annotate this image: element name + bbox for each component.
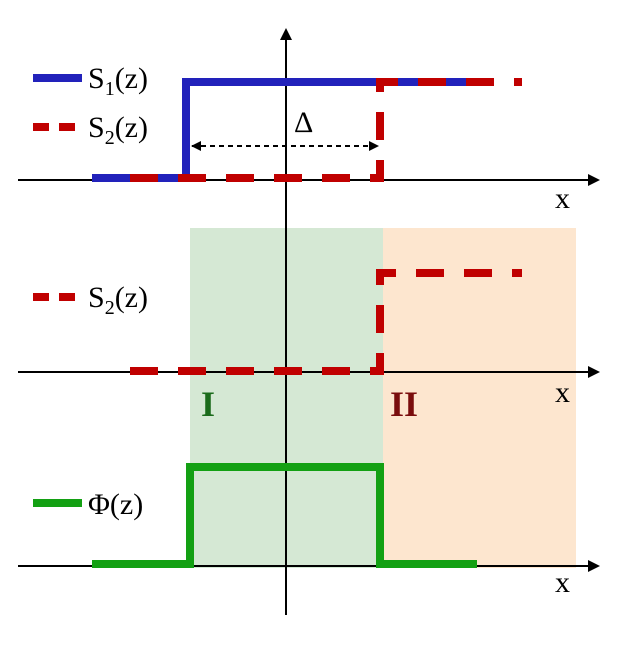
middle-x-axis-label: x	[555, 376, 570, 409]
s2-step-curve-middle	[130, 269, 522, 375]
region-II-label: II	[390, 384, 418, 424]
bottom-x-axis-label: x	[555, 566, 570, 599]
legend-s2-label-top: S2(z)	[88, 111, 148, 149]
legend-s1-label: S1(z)	[88, 62, 148, 100]
delta-label: Δ	[294, 106, 313, 139]
top-x-axis-label: x	[555, 182, 570, 215]
legend-s2-label-middle: S2(z)	[88, 281, 148, 319]
region-II-shading	[383, 228, 576, 568]
legend-phi-label: Φ(z)	[88, 488, 143, 521]
s1-step-curve	[92, 78, 477, 182]
phi-curve	[92, 463, 477, 568]
s2-step-curve-top	[130, 78, 522, 182]
region-I-label: I	[201, 384, 215, 424]
